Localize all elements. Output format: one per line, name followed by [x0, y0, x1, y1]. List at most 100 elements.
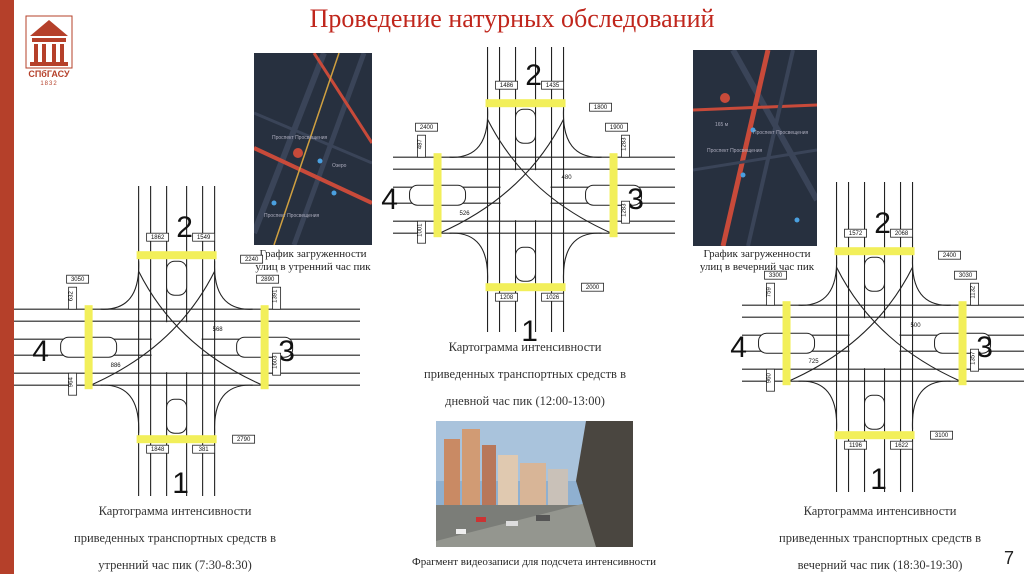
- value-box-frame: [844, 228, 867, 238]
- value-box-text: 1800: [594, 105, 608, 111]
- value-box: 1486: [495, 80, 518, 90]
- value-box-text: 3030: [959, 273, 973, 279]
- crosswalk: [485, 283, 566, 292]
- value-box: 1800: [589, 102, 612, 112]
- value-box-text: 2400: [420, 125, 434, 131]
- value-box: 381: [192, 444, 216, 454]
- approach-number: 1: [870, 463, 887, 496]
- value-box-text: 3300: [769, 273, 783, 279]
- value-box-text: 3050: [71, 277, 85, 283]
- video-caption: Фрагмент видеозаписи для подсчета интенс…: [412, 556, 656, 568]
- map-label: Проспект Просвещения: [753, 130, 809, 136]
- university-logo: СПбГАСУ 1832: [24, 14, 74, 94]
- value-box-frame: [495, 292, 518, 302]
- turn-curve: [798, 380, 838, 430]
- value-box: 964: [68, 372, 78, 396]
- value-box-frame: [541, 292, 564, 302]
- map-label: Проспект Просвещения: [272, 135, 328, 141]
- turn-curve: [439, 118, 565, 234]
- approach-number: 4: [730, 331, 747, 364]
- value-box: 1001: [417, 220, 426, 244]
- turn-curve: [214, 261, 253, 310]
- value-box: 1622: [890, 440, 913, 450]
- turn-curve: [836, 266, 961, 382]
- value-box-frame: [232, 434, 256, 444]
- map-label: Проспект Просвещения: [264, 213, 320, 219]
- value-box-text: 1486: [500, 83, 514, 89]
- logo-year: 1832: [40, 81, 58, 87]
- value-box-text: 1001: [418, 223, 424, 237]
- value-box: 487: [417, 134, 426, 158]
- crosswalk: [834, 431, 915, 440]
- value-box-frame: [417, 134, 426, 158]
- turn-curve: [214, 384, 253, 434]
- approach-number: 2: [176, 211, 193, 244]
- value-box: 1208: [495, 292, 518, 302]
- turn-curve: [911, 257, 951, 306]
- value-box-text: 1357: [971, 351, 977, 365]
- evening-map-caption: График загруженности улиц в вечерний час…: [699, 248, 815, 273]
- value-box-text: 1283: [622, 203, 628, 217]
- value-box-text: 2400: [943, 253, 957, 259]
- value-box-frame: [146, 232, 170, 242]
- value-box-frame: [581, 282, 604, 292]
- value-box-frame: [938, 250, 961, 260]
- turn-curve: [911, 380, 951, 430]
- value-box: 3300: [764, 270, 787, 280]
- crosswalk: [834, 247, 915, 256]
- value-box-frame: [589, 102, 612, 112]
- value-box-text: 960: [767, 373, 773, 384]
- day-caption: Картограмма интенсивности приведенных тр…: [424, 340, 626, 408]
- value-box: 1572: [844, 228, 867, 238]
- value-box-frame: [621, 134, 630, 158]
- value-box-frame: [272, 352, 282, 376]
- value-box: 1026: [541, 292, 564, 302]
- value-box: 1357: [970, 348, 979, 372]
- video-fragment-photo: [436, 421, 633, 547]
- flow-label: 886: [111, 363, 122, 369]
- value-box-text: 2068: [895, 231, 909, 237]
- value-box-frame: [766, 368, 775, 392]
- map-label: 165 м: [715, 122, 729, 128]
- value-box-frame: [621, 200, 630, 224]
- turn-curve: [90, 270, 216, 386]
- value-box-frame: [844, 440, 867, 450]
- value-box: 2400: [938, 250, 961, 260]
- value-box: 1196: [844, 440, 867, 450]
- flow-label: 480: [562, 175, 573, 181]
- crosswalk: [782, 301, 791, 386]
- map-label: Озеро: [332, 163, 347, 169]
- crosswalk: [609, 153, 618, 238]
- value-box-frame: [68, 286, 78, 310]
- value-box-frame: [66, 274, 90, 284]
- approach-number: 3: [627, 183, 644, 216]
- evening-traffic-map: Проспект Просвещения 165 м Проспект Прос…: [693, 50, 817, 246]
- evening-caption: Картограмма интенсивности приведенных тр…: [779, 504, 981, 572]
- value-box-text: 1603: [273, 355, 279, 369]
- turn-curve: [100, 261, 140, 310]
- median-island: [864, 256, 886, 292]
- value-box: 3030: [954, 270, 977, 280]
- approach-number: 1: [521, 315, 538, 348]
- value-box: 759: [766, 282, 775, 306]
- value-box-frame: [970, 282, 979, 306]
- approach-number: 2: [874, 207, 891, 240]
- value-box-frame: [890, 440, 913, 450]
- median-island: [515, 246, 537, 282]
- intersection-core: [849, 318, 900, 369]
- value-box: 1391: [272, 286, 282, 310]
- turn-curve: [449, 232, 489, 282]
- crosswalk: [84, 305, 93, 390]
- turn-curve: [798, 257, 838, 306]
- value-box-frame: [256, 274, 280, 284]
- value-box-frame: [415, 122, 438, 132]
- crosswalk: [433, 153, 442, 238]
- value-box-text: 1848: [151, 447, 165, 453]
- value-box-text: 1132: [971, 285, 977, 299]
- value-box-text: 1572: [849, 231, 863, 237]
- value-box-frame: [970, 348, 979, 372]
- value-box-frame: [146, 444, 170, 454]
- value-box-text: 759: [767, 287, 773, 298]
